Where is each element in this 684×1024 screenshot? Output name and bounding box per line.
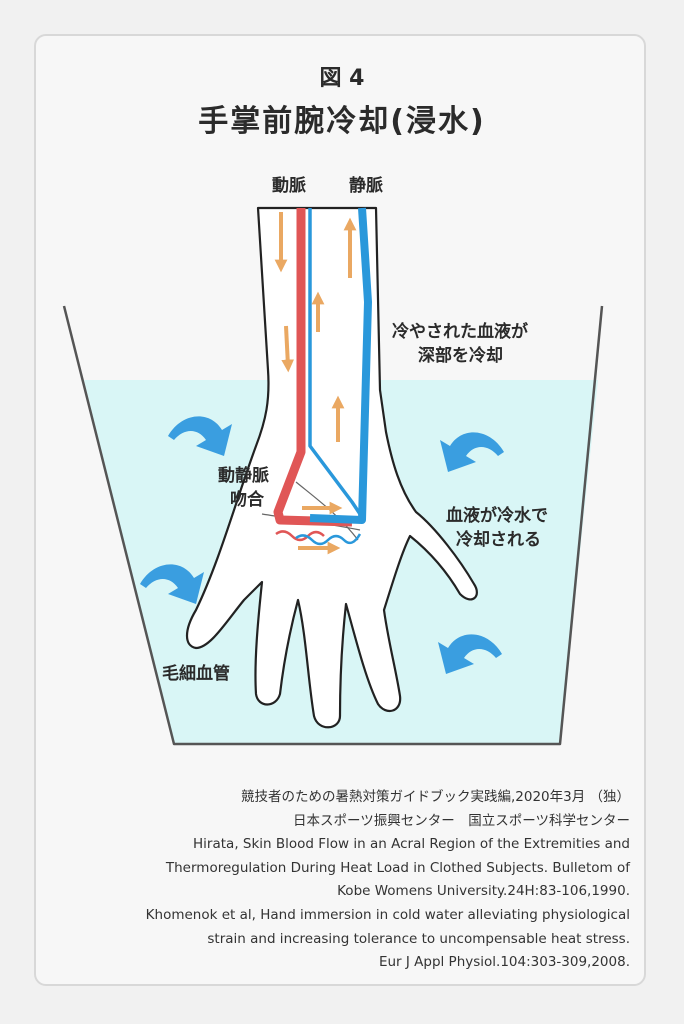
capillary-label: 毛細血管 bbox=[162, 664, 230, 684]
cooled-blood-line1: 冷やされた血液が bbox=[392, 322, 528, 342]
anastomosis-line1: 動静脈 bbox=[218, 466, 269, 486]
vein-label: 静脈 bbox=[349, 176, 383, 196]
reference-line: 競技者のための暑熱対策ガイドブック実践編,2020年3月 （独） bbox=[240, 789, 630, 805]
anastomosis-label: 動静脈 吻合 bbox=[218, 464, 269, 512]
reference-line: Thermoregulation During Heat Load in Clo… bbox=[165, 859, 630, 876]
artery-label: 動脈 bbox=[272, 176, 306, 196]
page-title: 手掌前腕冷却(浸水) bbox=[198, 104, 486, 139]
anastomosis-line2: 吻合 bbox=[230, 490, 264, 510]
artery-line bbox=[273, 208, 353, 527]
cooled-blood-label: 冷やされた血液が 深部を冷却 bbox=[392, 320, 528, 368]
reference-line: 日本スポーツ振興センター 国立スポーツ科学センター bbox=[293, 812, 630, 829]
container-outline bbox=[62, 305, 604, 746]
references: 競技者のための暑熱対策ガイドブック実践編,2020年3月 （独） 日本スポーツ振… bbox=[30, 786, 630, 975]
cooled-blood-line2: 深部を冷却 bbox=[418, 346, 503, 366]
vein-thin-line bbox=[308, 208, 362, 515]
water-flow-arrow bbox=[168, 416, 232, 456]
blood-cooled-line2: 冷却される bbox=[456, 530, 541, 550]
reference-line: Khomenok et al, Hand immersion in cold w… bbox=[145, 906, 630, 923]
blood-cooled-line1: 血液が冷水で bbox=[446, 506, 548, 526]
vein-capillary bbox=[295, 533, 362, 546]
flow-arrow bbox=[281, 325, 295, 373]
water-flow-arrow bbox=[438, 634, 502, 674]
reference-line: strain and increasing tolerance to uncom… bbox=[207, 930, 630, 947]
vein-line bbox=[309, 207, 372, 524]
artery-capillary bbox=[275, 530, 325, 542]
reference-line: Kobe Womens University.24H:83-106,1990. bbox=[337, 883, 630, 900]
water-flow-arrow bbox=[440, 432, 504, 472]
water-flow-arrow bbox=[140, 564, 204, 604]
figure-label: 図 4 bbox=[319, 66, 365, 91]
blood-cooled-label: 血液が冷水で 冷却される bbox=[446, 504, 548, 552]
reference-line: Eur J Appl Physiol.104:303-309,2008. bbox=[378, 954, 630, 971]
reference-line: Hirata, Skin Blood Flow in an Acral Regi… bbox=[193, 836, 630, 853]
hand-outline bbox=[185, 206, 478, 729]
